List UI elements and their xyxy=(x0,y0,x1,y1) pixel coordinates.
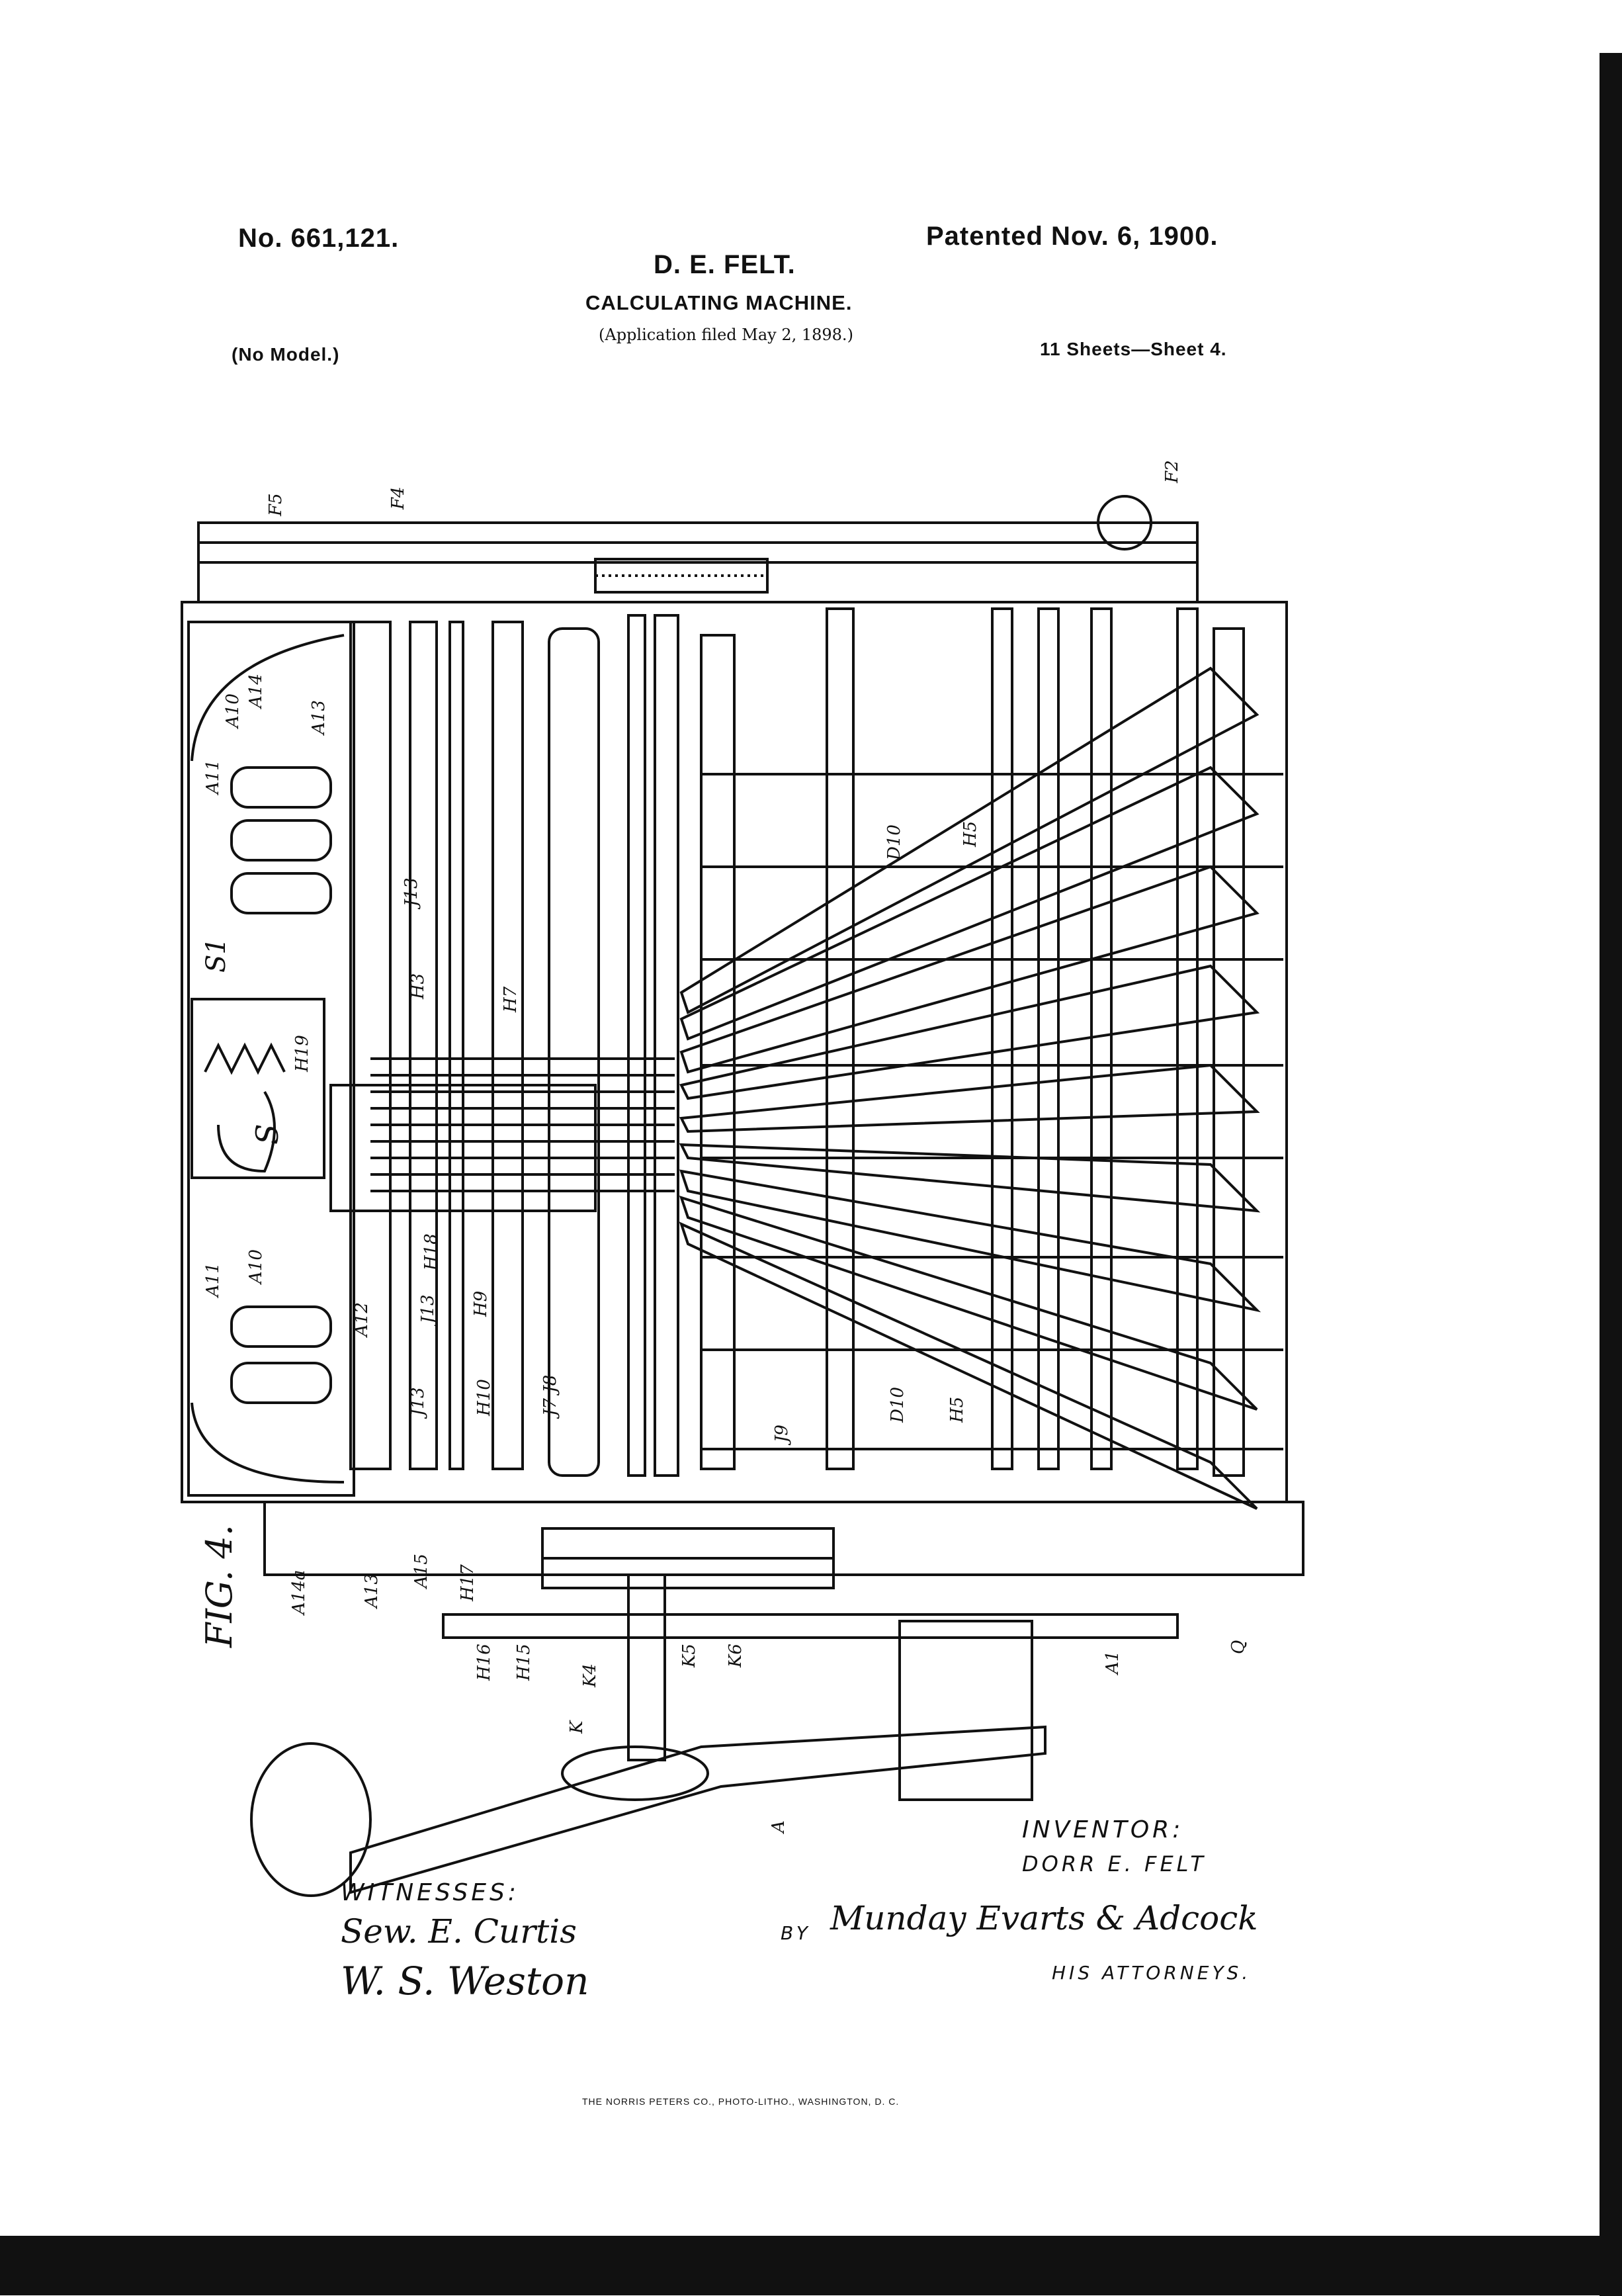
svg-text:J13: J13 xyxy=(402,877,421,910)
svg-text:H7: H7 xyxy=(501,986,521,1013)
svg-text:H16: H16 xyxy=(474,1644,494,1681)
svg-text:H19: H19 xyxy=(292,1035,312,1073)
sheet-count: 11 Sheets—Sheet 4. xyxy=(1040,339,1227,359)
svg-text:H10: H10 xyxy=(474,1379,494,1417)
crank-knob xyxy=(250,1742,372,1897)
svg-text:J7 J8: J7 J8 xyxy=(540,1375,560,1419)
pulley-f2 xyxy=(1097,495,1152,551)
svg-text:F5: F5 xyxy=(266,493,286,517)
witnesses-label: WITNESSES: xyxy=(341,1879,520,1906)
svg-text:A14a: A14a xyxy=(289,1570,309,1616)
application-filed: (Application filed May 2, 1898.) xyxy=(599,326,853,344)
key-lever xyxy=(679,666,1259,1014)
svg-text:A10: A10 xyxy=(223,693,243,729)
svg-text:A12: A12 xyxy=(352,1302,372,1338)
spring-coil xyxy=(230,766,332,809)
inventor-label: INVENTOR: xyxy=(1022,1816,1184,1843)
svg-text:A11: A11 xyxy=(203,760,223,795)
witness-signature-1: Sew. E. Curtis xyxy=(341,1912,577,1951)
sector-box-s xyxy=(191,998,325,1179)
svg-text:D10: D10 xyxy=(884,824,904,861)
svg-text:K: K xyxy=(567,1720,587,1734)
printer-credit: THE NORRIS PETERS CO., PHOTO-LITHO., WAS… xyxy=(582,2096,900,2107)
svg-text:S1: S1 xyxy=(201,938,232,973)
svg-text:A10: A10 xyxy=(246,1249,266,1285)
scan-border-bottom xyxy=(0,2236,1622,2295)
svg-text:F4: F4 xyxy=(388,486,408,510)
attorneys-signature: Munday Evarts & Adcock xyxy=(830,1899,1258,1937)
svg-text:J13: J13 xyxy=(418,1294,438,1327)
svg-text:H5: H5 xyxy=(947,1397,967,1423)
center-shaft xyxy=(654,614,679,1477)
patent-title: CALCULATING MACHINE. xyxy=(585,291,853,314)
svg-text:H5: H5 xyxy=(960,821,980,848)
crank-arm xyxy=(349,1725,1046,1894)
svg-text:F2: F2 xyxy=(1162,460,1182,484)
figure-label: FIG. 4. xyxy=(198,1524,240,1648)
crank-hub-k xyxy=(561,1745,709,1801)
patent-date: Patented Nov. 6, 1900. xyxy=(926,222,1218,251)
shaft xyxy=(349,621,392,1470)
witness-signature-2: W. S. Weston xyxy=(341,1959,589,2004)
attorneys-label: HIS ATTORNEYS. xyxy=(1052,1962,1252,1984)
svg-text:S: S xyxy=(249,1124,285,1145)
svg-text:A11: A11 xyxy=(203,1262,223,1298)
svg-text:A15: A15 xyxy=(411,1554,431,1589)
svg-text:K5: K5 xyxy=(679,1644,699,1668)
svg-text:A1: A1 xyxy=(1103,1651,1123,1675)
svg-text:A13: A13 xyxy=(362,1573,382,1609)
crank-shaft xyxy=(627,1573,666,1761)
bottom-frame-plate xyxy=(263,1501,1304,1576)
svg-text:K6: K6 xyxy=(726,1644,746,1668)
patent-number: No. 661,121. xyxy=(238,224,400,253)
svg-text:H3: H3 xyxy=(408,973,428,1000)
svg-text:J13: J13 xyxy=(408,1387,428,1419)
svg-text:A: A xyxy=(769,1820,789,1834)
main-drum xyxy=(548,627,600,1477)
svg-text:H18: H18 xyxy=(421,1233,441,1271)
svg-text:H9: H9 xyxy=(471,1291,491,1317)
svg-text:J9: J9 xyxy=(772,1425,792,1446)
inventor-name: DORR E. FELT xyxy=(1022,1851,1207,1877)
svg-text:H17: H17 xyxy=(458,1564,478,1602)
by-text: BY xyxy=(781,1922,811,1944)
svg-text:K4: K4 xyxy=(580,1663,600,1688)
svg-text:D10: D10 xyxy=(888,1387,908,1423)
svg-text:A13: A13 xyxy=(309,700,329,736)
svg-text:Q: Q xyxy=(1228,1640,1248,1654)
model-note: (No Model.) xyxy=(232,344,340,365)
svg-text:H15: H15 xyxy=(514,1644,534,1681)
svg-text:A14: A14 xyxy=(246,674,266,709)
inventor-header: D. E. FELT. xyxy=(654,250,796,279)
scan-border-right xyxy=(1600,53,1622,2296)
